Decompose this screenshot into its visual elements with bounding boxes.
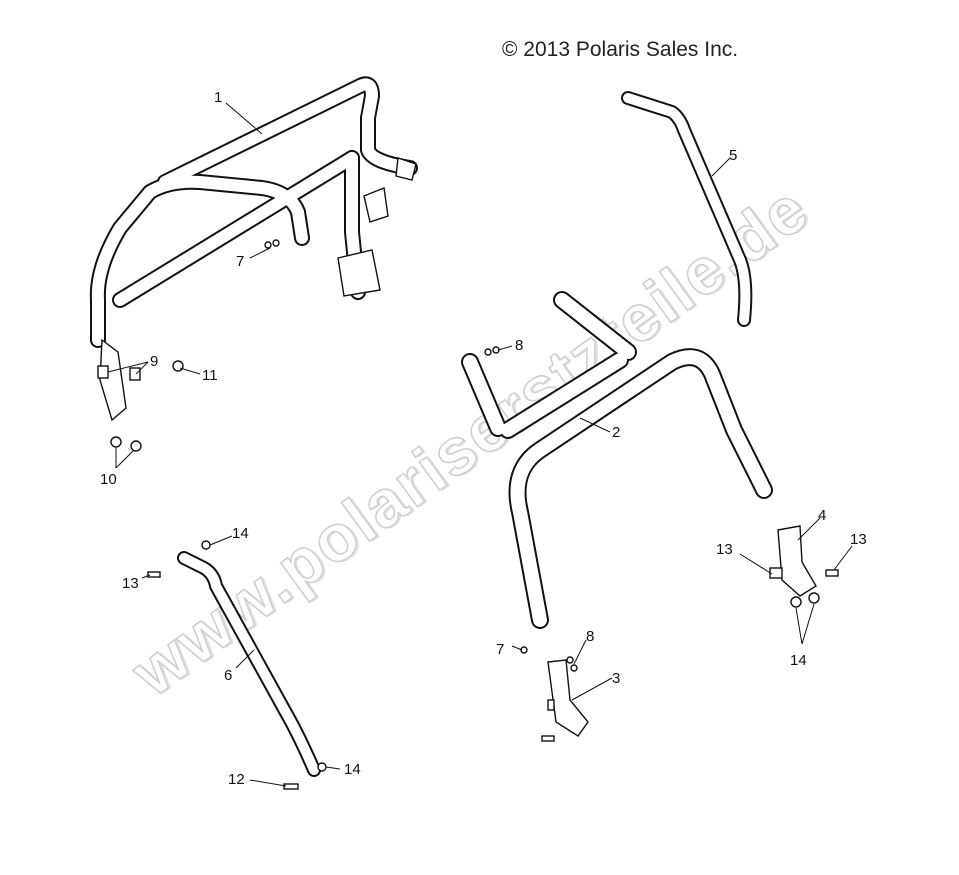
callout-9: 9 [150,353,158,370]
callout-6: 6 [224,667,232,684]
part-4-bracket [777,525,817,597]
part-3-bracket [547,659,589,737]
part-2-rear-frame [461,291,773,629]
callout-8-upper: 8 [515,337,523,354]
leader-lines [107,102,853,787]
part-6-lower-brace [177,551,321,777]
hardware [97,239,839,790]
part-1-front-frame [89,76,418,422]
copyright-notice: © 2013 Polaris Sales Inc. [502,38,739,61]
callout-7-upper: 7 [236,253,244,270]
callout-2: 2 [612,424,620,441]
callout-13-mid: 13 [716,541,733,558]
callout-3: 3 [612,670,620,687]
callout-14-bottom: 14 [344,761,361,778]
callout-7-lower: 7 [496,641,504,658]
callout-13-right: 13 [850,531,867,548]
callouts: 1 2 3 4 5 6 7 7 8 8 9 10 11 12 13 13 13 … [100,89,867,788]
callout-10: 10 [100,471,117,488]
callout-14-right: 14 [790,652,807,669]
callout-4: 4 [818,507,826,524]
callout-12: 12 [228,771,245,788]
callout-8-lower: 8 [586,628,594,645]
callout-14-top: 14 [232,525,249,542]
callout-11: 11 [202,367,218,384]
callout-1: 1 [214,89,222,106]
callout-5: 5 [729,147,737,164]
part-5-upper-brace [621,91,753,327]
callout-13-left: 13 [122,575,139,592]
